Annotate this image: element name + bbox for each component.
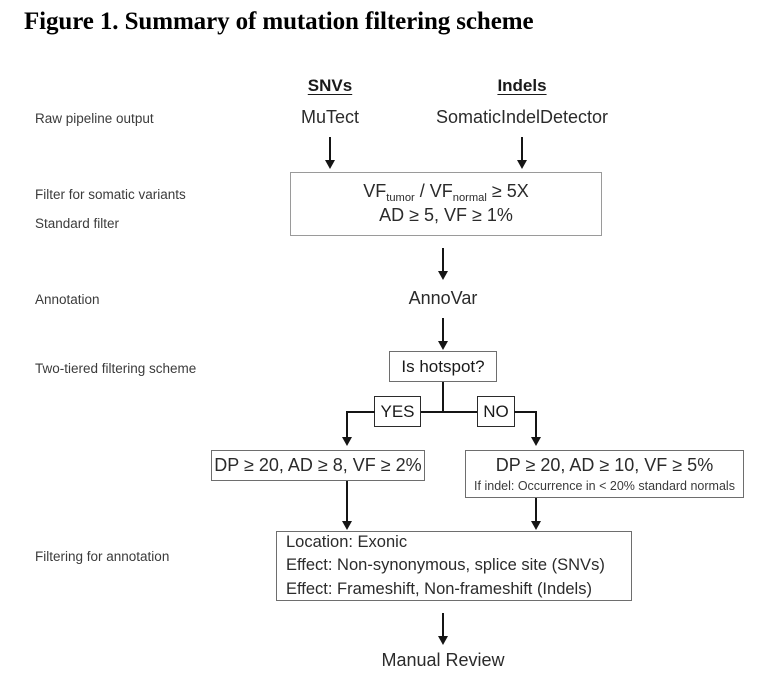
connector-no-vertical — [535, 411, 537, 438]
hotspot-yes-thresholds-box: DP ≥ 20, AD ≥ 8, VF ≥ 2% — [211, 450, 425, 481]
arrowhead-no-to-tier2-box — [531, 437, 541, 446]
somatic-filter-subscript-tumor: tumor — [386, 191, 415, 204]
arrowhead-tier2-to-annotation-filter — [531, 521, 541, 530]
somatic-filter-vf-tumor-prefix: VF — [363, 181, 387, 202]
arrowhead-tier1-to-annotation-filter — [342, 521, 352, 530]
arrowhead-annovar-to-hotspot — [438, 341, 448, 350]
branch-yes-label: YES — [380, 401, 415, 421]
node-manual-review: Manual Review — [381, 650, 505, 670]
arrowhead-yes-to-tier1-box — [342, 437, 352, 446]
figure-title: Figure 1. Summary of mutation filtering … — [24, 8, 534, 35]
connector-tier1-to-annotation-filter — [346, 481, 348, 523]
connector-hotspot-stem — [442, 382, 444, 413]
connector-mutect-to-somatic-filter — [329, 137, 331, 162]
somatic-filter-line-1: VFtumor / VFnormal ≥ 5X — [291, 180, 601, 204]
connector-yes-vertical — [346, 411, 348, 438]
hotspot-no-thresholds-box: DP ≥ 20, AD ≥ 10, VF ≥ 5% If indel: Occu… — [465, 450, 744, 498]
annotation-filter-box: Location: Exonic Effect: Non-synonymous,… — [276, 531, 632, 601]
branch-no-box: NO — [477, 396, 515, 427]
somatic-filter-subscript-normal: normal — [452, 191, 487, 204]
branch-no-label: NO — [483, 401, 509, 421]
stage-label-standard-filter: Standard filter — [35, 216, 120, 231]
hotspot-yes-thresholds-line-1: DP ≥ 20, AD ≥ 8, VF ≥ 2% — [214, 454, 422, 475]
annotation-filter-line-1: Location: Exonic — [286, 532, 408, 551]
stage-label-two-tiered-filtering-scheme: Two-tiered filtering scheme — [35, 361, 197, 376]
connector-somatic-filter-to-annovar — [442, 248, 444, 273]
annotation-filter-line-2: Effect: Non-synonymous, splice site (SNV… — [286, 556, 605, 575]
connector-yes-horizontal — [346, 411, 375, 413]
node-somatic-indel-detector: SomaticIndelDetector — [435, 107, 609, 127]
somatic-filter-line-2: AD ≥ 5, VF ≥ 1% — [379, 205, 513, 225]
somatic-filter-box: VFtumor / VFnormal ≥ 5X AD ≥ 5, VF ≥ 1% — [290, 172, 602, 236]
decision-is-hotspot-label: Is hotspot? — [401, 356, 485, 376]
decision-is-hotspot-box: Is hotspot? — [389, 351, 497, 382]
stage-label-raw-pipeline-output: Raw pipeline output — [35, 111, 154, 126]
somatic-filter-threshold: ≥ 5X — [486, 181, 529, 202]
stage-label-filter-for-somatic-variants: Filter for somatic variants — [35, 187, 186, 202]
connector-annotation-filter-to-manual-review — [442, 613, 444, 638]
connector-hotspot-bus — [420, 411, 478, 413]
stage-label-filtering-for-annotation: Filtering for annotation — [35, 549, 170, 564]
connector-tier2-to-annotation-filter — [535, 498, 537, 523]
hotspot-no-thresholds-line-2: If indel: Occurrence in < 20% standard n… — [474, 478, 735, 493]
connector-annovar-to-hotspot — [442, 318, 444, 343]
somatic-filter-divider: / VF — [414, 181, 453, 202]
arrowhead-indeldetector-to-somatic-filter — [517, 160, 527, 169]
stage-label-annotation: Annotation — [35, 292, 100, 307]
arrowhead-somatic-filter-to-annovar — [438, 271, 448, 280]
arrowhead-annotation-filter-to-manual-review — [438, 636, 448, 645]
arrowhead-mutect-to-somatic-filter — [325, 160, 335, 169]
annotation-filter-line-3: Effect: Frameshift, Non-frameshift (Inde… — [286, 579, 592, 598]
node-mutect: MuTect — [300, 107, 360, 127]
branch-yes-box: YES — [374, 396, 421, 427]
hotspot-no-thresholds-line-1: DP ≥ 20, AD ≥ 10, VF ≥ 5% — [495, 454, 714, 475]
column-header-indels: Indels — [497, 76, 547, 95]
connector-indeldetector-to-somatic-filter — [521, 137, 523, 162]
connector-no-horizontal — [514, 411, 537, 413]
node-annovar: AnnoVar — [408, 288, 478, 308]
column-header-snvs: SNVs — [307, 76, 353, 95]
